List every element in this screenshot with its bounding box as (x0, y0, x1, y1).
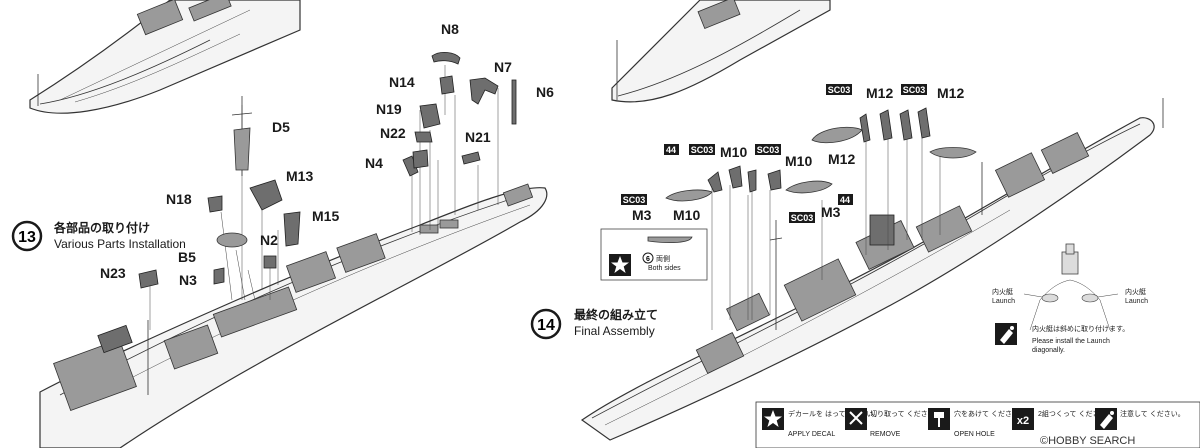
legend-strip: デカールを はってください。 APPLY DECAL 切り取って ください。 R… (755, 401, 1200, 448)
step14-title-jp: 最終の組み立て (574, 307, 658, 322)
part-label-N21: N21 (465, 129, 491, 145)
decal-tag: SC03 (826, 84, 852, 95)
svg-text:SC03: SC03 (623, 195, 646, 205)
step14-header: 14 最終の組み立て Final Assembly (530, 307, 658, 340)
part-label-N6: N6 (536, 84, 554, 100)
part-label-M3: M3 (632, 207, 652, 223)
part-label-D5: D5 (272, 119, 290, 135)
part-label-N3: N3 (179, 272, 197, 288)
decal-tags-step14: SC03 SC03 SC03 SC03 SC03 SC03 44 44 (621, 84, 927, 223)
decal-tag: SC03 (621, 194, 647, 205)
launch-note-jp: 内火艇は斜めに取り付けます。 (1032, 324, 1129, 333)
decal-tag: SC03 (689, 144, 715, 155)
part-label-N7: N7 (494, 59, 512, 75)
decal-tag: 44 (664, 144, 679, 155)
legend-en-2: OPEN HOLE (954, 431, 995, 438)
legend-jp-1: 切り取って ください。 (870, 410, 942, 418)
drill-icon (934, 412, 944, 427)
svg-text:44: 44 (840, 195, 850, 205)
both-sides-en: Both sides (648, 265, 681, 272)
part-label-M12: M12 (866, 85, 893, 101)
part-label-M3: M3 (821, 204, 841, 220)
launch-left-jp: 内火艇 (992, 287, 1013, 296)
legend-en-1: REMOVE (870, 431, 901, 438)
step14-title-en: Final Assembly (574, 324, 655, 338)
x2-icon: x2 (1017, 415, 1029, 427)
both-sides-number: 6 (646, 256, 650, 263)
hull-fragment-top-left (29, 0, 301, 114)
watermark: ©HOBBY SEARCH (1040, 435, 1135, 447)
launch-right-en: Launch (1125, 298, 1148, 305)
part-label-B5: B5 (178, 249, 196, 265)
legend-jp-4: 注意して ください。 (1120, 409, 1185, 418)
part-label-N23: N23 (100, 265, 126, 281)
launch-note-en-1: Please install the Launch (1032, 338, 1110, 345)
decal-tag: 44 (838, 194, 853, 205)
part-label-N4: N4 (365, 155, 383, 171)
part-label-M10: M10 (785, 153, 812, 169)
launch-left-en: Launch (992, 298, 1015, 305)
hull-fragment-top-right (611, 0, 831, 103)
star-icon (764, 410, 782, 427)
legend-en-0: APPLY DECAL (788, 431, 835, 438)
cut-icon (849, 411, 863, 425)
part-label-N22: N22 (380, 125, 406, 141)
part-label-N18: N18 (166, 191, 192, 207)
svg-text:SC03: SC03 (757, 145, 780, 155)
part-label-M12: M12 (937, 85, 964, 101)
svg-text:SC03: SC03 (691, 145, 714, 155)
ship-step14 (580, 98, 1164, 441)
star-icon (611, 256, 629, 273)
step13-number: 13 (18, 229, 36, 246)
both-sides-inset: 6 両側 Both sides (600, 228, 708, 281)
part-label-N14: N14 (389, 74, 415, 90)
part-label-M10: M10 (673, 207, 700, 223)
part-label-N19: N19 (376, 101, 402, 117)
part-label-M15: M15 (312, 208, 339, 224)
decal-tag: SC03 (901, 84, 927, 95)
part-label-M12: M12 (828, 151, 855, 167)
part-label-N2: N2 (260, 232, 278, 248)
legend-jp-0: デカールを はってください。 (788, 409, 880, 418)
launch-note-en-2: diagonally. (1032, 347, 1065, 354)
svg-text:SC03: SC03 (791, 213, 814, 223)
decal-tag: SC03 (755, 144, 781, 155)
part-label-M13: M13 (286, 168, 313, 184)
step13-title-jp: 各部品の取り付け (53, 220, 150, 235)
launch-detail: 内火艇 Launch 内火艇 Launch 内火艇は斜めに取り付けます。 Ple… (992, 243, 1148, 354)
step13-title-en: Various Parts Installation (54, 237, 186, 251)
labels-step13: N8 N7 N6 N14 N19 N22 N21 N4 D5 M13 M15 N… (100, 21, 554, 288)
step13-header: 13 各部品の取り付け Various Parts Installation (11, 220, 186, 252)
parts-step14 (665, 107, 977, 202)
parts-step13 (138, 52, 517, 289)
part-label-M10: M10 (720, 144, 747, 160)
caution-icon (1000, 329, 1013, 344)
part-label-N8: N8 (441, 21, 459, 37)
legend-jp-2: 穴をあけて ください。 (954, 409, 1026, 418)
ship-step13 (39, 65, 548, 448)
both-sides-jp: 両側 (656, 254, 670, 263)
svg-text:SC03: SC03 (828, 85, 851, 95)
labels-step14: M12 M12 M12 M10 M10 M10 M3 M3 (632, 85, 964, 223)
legend-jp-3: 2組つくって ください。 (1038, 409, 1114, 418)
step14-number: 14 (537, 317, 555, 334)
caution-icon (1100, 414, 1113, 429)
svg-text:44: 44 (666, 145, 676, 155)
decal-tag: SC03 (789, 212, 815, 223)
svg-text:SC03: SC03 (903, 85, 926, 95)
launch-right-jp: 内火艇 (1125, 287, 1146, 296)
